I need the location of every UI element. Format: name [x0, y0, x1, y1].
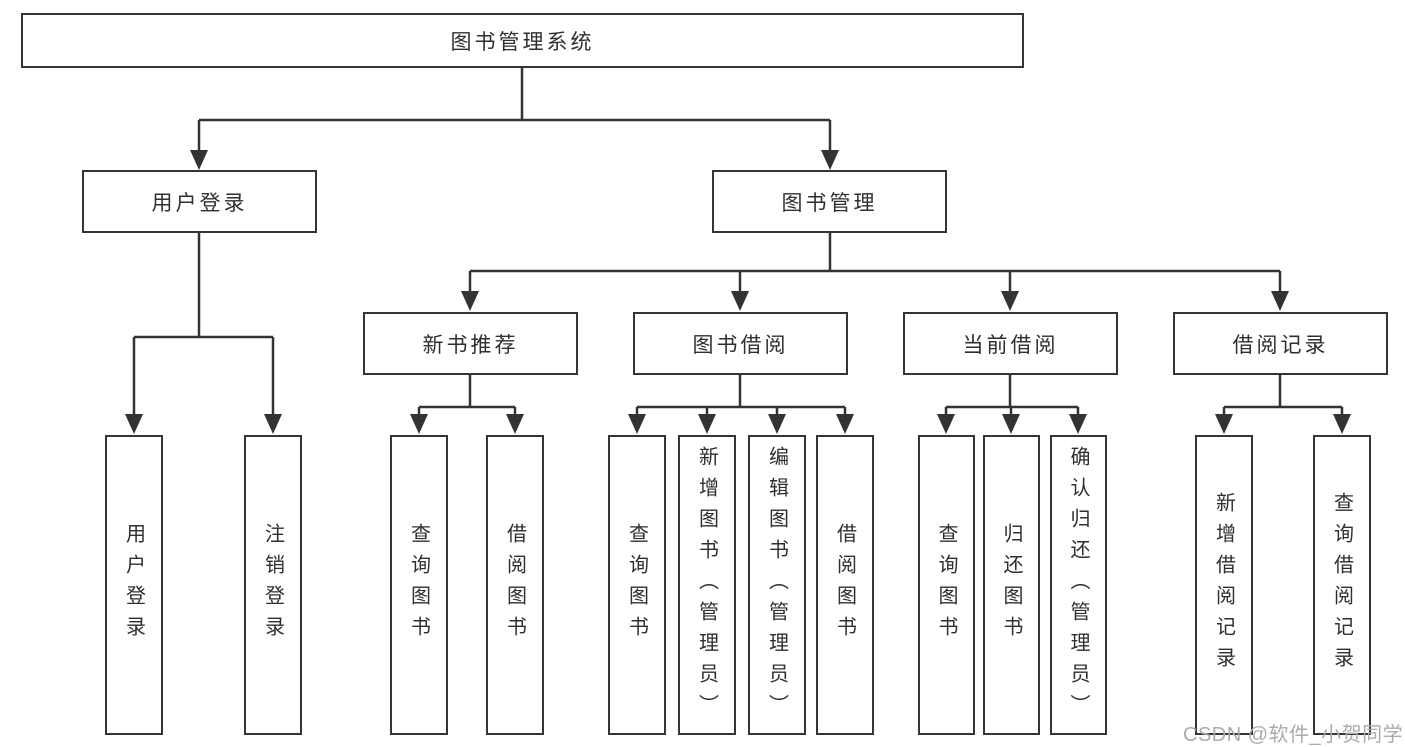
- leaf-current-query-label: 查询图书: [935, 523, 957, 647]
- leaf-records-add: 新增借阅记录: [1195, 435, 1253, 735]
- leaf-borrow-query: 查询图书: [608, 435, 666, 735]
- leaf-current-confirm: 确认归还（管理员）: [1050, 435, 1107, 735]
- watermark: CSDN @软件_小贺同学: [1183, 724, 1404, 746]
- leaf-records-query: 查询借阅记录: [1313, 435, 1371, 735]
- node-root-label: 图书管理系统: [450, 30, 595, 54]
- node-user-login-label: 用户登录: [151, 191, 248, 215]
- node-new-books-label: 新书推荐: [422, 333, 519, 357]
- leaf-records-add-label: 新增借阅记录: [1212, 492, 1235, 678]
- node-root: 图书管理系统: [21, 13, 1024, 68]
- node-book-mgmt: 图书管理: [712, 170, 947, 233]
- leaf-records-query-label: 查询借阅记录: [1330, 492, 1353, 678]
- node-book-mgmt-label: 图书管理: [781, 191, 878, 215]
- leaf-borrow-edit-label: 编辑图书（管理员）: [765, 445, 788, 725]
- node-current-borrow-label: 当前借阅: [962, 333, 1059, 357]
- node-user-login: 用户登录: [82, 170, 317, 233]
- leaf-newbooks-borrow: 借阅图书: [486, 435, 544, 735]
- leaf-current-return-label: 归还图书: [1000, 523, 1022, 647]
- leaf-logout-label: 注销登录: [261, 523, 284, 647]
- node-book-borrow: 图书借阅: [633, 312, 848, 375]
- node-borrow-records-label: 借阅记录: [1232, 333, 1329, 357]
- leaf-newbooks-borrow-label: 借阅图书: [503, 523, 526, 647]
- leaf-user-login-label: 用户登录: [122, 523, 145, 647]
- node-borrow-records: 借阅记录: [1173, 312, 1388, 375]
- node-current-borrow: 当前借阅: [903, 312, 1118, 375]
- leaf-borrow-add: 新增图书（管理员）: [678, 435, 736, 735]
- node-book-borrow-label: 图书借阅: [692, 333, 789, 357]
- leaf-logout: 注销登录: [244, 435, 302, 735]
- leaf-borrow-borrow: 借阅图书: [816, 435, 874, 735]
- leaf-current-query: 查询图书: [918, 435, 975, 735]
- node-new-books: 新书推荐: [363, 312, 578, 375]
- leaf-borrow-add-label: 新增图书（管理员）: [695, 445, 718, 725]
- leaf-current-confirm-label: 确认归还（管理员）: [1067, 445, 1089, 725]
- leaf-current-return: 归还图书: [983, 435, 1040, 735]
- leaf-newbooks-query: 查询图书: [390, 435, 448, 735]
- leaf-borrow-borrow-label: 借阅图书: [833, 523, 856, 647]
- leaf-newbooks-query-label: 查询图书: [407, 523, 430, 647]
- leaf-borrow-query-label: 查询图书: [625, 523, 648, 647]
- leaf-borrow-edit: 编辑图书（管理员）: [748, 435, 806, 735]
- leaf-user-login: 用户登录: [105, 435, 163, 735]
